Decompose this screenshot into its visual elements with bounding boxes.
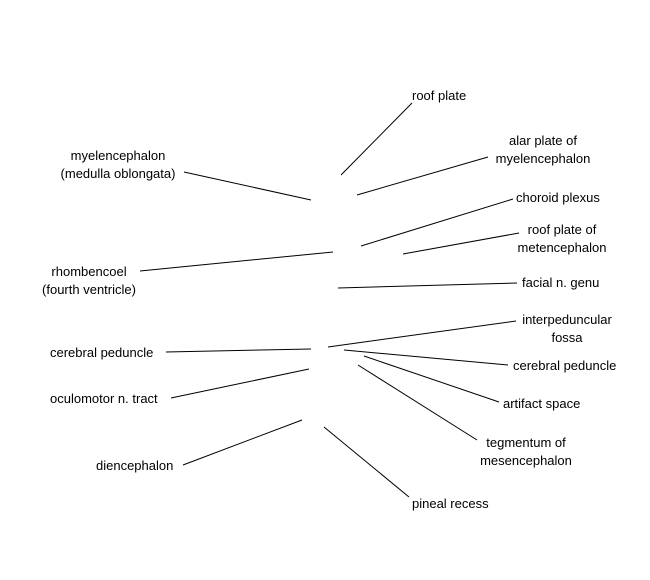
label-line: cerebral peduncle	[513, 358, 617, 373]
label-line: oculomotor n. tract	[50, 391, 158, 406]
label-line: myelencephalon	[495, 151, 591, 166]
label-line: pineal recess	[412, 496, 489, 511]
leader-diencephalon	[182, 419, 303, 466]
label-facial-genu: facial n. genu	[522, 274, 599, 292]
label-roof-plate: roof plate	[412, 87, 466, 105]
label-interpeduncular-fossa: interpeduncular fossa	[517, 311, 617, 347]
leader-myelencephalon	[183, 171, 312, 201]
label-roof-plate-metencephalon: roof plate of metencephalon	[512, 221, 612, 257]
leader-facial-genu	[337, 282, 518, 289]
leader-choroid-plexus	[360, 198, 514, 247]
label-tegmentum: tegmentum of mesencephalon	[468, 434, 584, 470]
label-line: fossa	[551, 330, 583, 345]
label-line: interpeduncular	[522, 312, 612, 327]
label-line: metencephalon	[517, 240, 607, 255]
label-oculomotor-tract: oculomotor n. tract	[50, 390, 158, 408]
label-line: cerebral peduncle	[50, 345, 154, 360]
leader-tegmentum	[357, 364, 478, 441]
label-line: roof plate	[412, 88, 467, 103]
label-line: tegmentum of	[486, 435, 566, 450]
label-diencephalon: diencephalon	[96, 457, 173, 475]
label-artifact-space: artifact space	[503, 395, 580, 413]
leader-rhombencoel	[139, 251, 334, 272]
label-line: alar plate of	[509, 133, 577, 148]
label-line: (medulla oblongata)	[60, 166, 176, 181]
label-choroid-plexus: choroid plexus	[516, 189, 600, 207]
leader-roof-plate-metencephalon	[402, 232, 520, 255]
leader-cerebral-peduncle-right	[343, 349, 509, 366]
label-myelencephalon: myelencephalon (medulla oblongata)	[50, 147, 186, 183]
label-line: artifact space	[503, 396, 581, 411]
label-line: myelencephalon	[70, 148, 166, 163]
label-line: roof plate of	[527, 222, 597, 237]
label-cerebral-peduncle-right: cerebral peduncle	[513, 357, 616, 375]
leader-artifact-space	[363, 355, 500, 403]
label-line: choroid plexus	[516, 190, 600, 205]
label-alar-plate: alar plate of myelencephalon	[486, 132, 600, 168]
label-line: diencephalon	[96, 458, 174, 473]
leader-pineal-recess	[323, 426, 410, 498]
label-line: (fourth ventricle)	[42, 282, 136, 297]
label-cerebral-peduncle-left: cerebral peduncle	[50, 344, 153, 362]
leader-alar-plate	[356, 156, 489, 196]
leader-interpeduncular-fossa	[327, 320, 517, 348]
label-line: facial n. genu	[522, 275, 600, 290]
leader-roof-plate	[340, 102, 413, 176]
label-pineal-recess: pineal recess	[412, 495, 489, 513]
label-line: rhombencoel	[51, 264, 127, 279]
label-line: mesencephalon	[480, 453, 572, 468]
leader-oculomotor-tract	[170, 368, 310, 399]
leader-cerebral-peduncle-left	[165, 348, 312, 353]
label-rhombencoel: rhombencoel (fourth ventricle)	[40, 263, 138, 299]
